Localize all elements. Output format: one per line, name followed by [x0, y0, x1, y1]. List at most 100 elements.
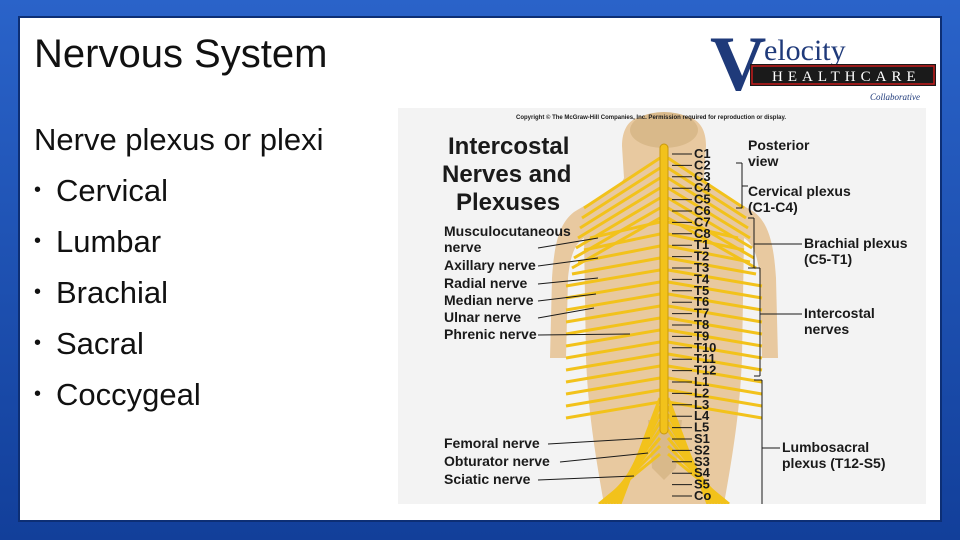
- list-item: •Coccygeal: [34, 369, 323, 420]
- brachial-nerve: [667, 216, 757, 270]
- nerve-leader: [559, 452, 649, 463]
- list-item-label: Coccygeal: [56, 377, 201, 412]
- figure-title-line-1: Intercostal: [448, 133, 569, 160]
- segment-label: C5: [694, 192, 711, 207]
- label-brachial-plexus: Brachial plexus: [804, 235, 908, 251]
- label-musculocutaneous: Musculocutaneous: [444, 223, 571, 239]
- logo-word-top: elocity: [764, 34, 846, 67]
- list-item-label: Lumbar: [56, 224, 162, 259]
- segment-label: T2: [694, 249, 709, 264]
- intercostal-nerve: [583, 232, 661, 252]
- brachial-nerve: [581, 166, 661, 220]
- intercostal-nerve: [667, 340, 763, 360]
- logo-big-letter: V: [710, 26, 766, 106]
- brachial-nerve: [667, 176, 749, 230]
- label-lumbosacral: Lumbosacral: [782, 439, 869, 455]
- segment-label: L3: [694, 397, 709, 412]
- nerve-leader: [537, 237, 599, 249]
- label-intercostal: Intercostal: [804, 305, 875, 321]
- list-item: •Sacral: [34, 318, 323, 369]
- nerve-leader: [537, 257, 599, 267]
- nerve-network: [565, 156, 763, 504]
- segment-label: S4: [694, 465, 711, 480]
- plexus-list: •Cervical •Lumbar •Brachial •Sacral •Coc…: [34, 165, 323, 420]
- segment-label: C2: [694, 157, 711, 172]
- label-ulnar: Ulnar nerve: [444, 309, 521, 325]
- intercostal-nerve: [667, 352, 763, 372]
- logo-word-bottom: Collaborative: [870, 92, 920, 102]
- segment-label: S5: [694, 477, 710, 492]
- label-cervical-range: (C1-C4): [748, 199, 798, 215]
- nerve-plexus-figure: Copyright © The McGraw-Hill Companies, I…: [398, 108, 926, 504]
- logo-band: [750, 64, 936, 86]
- brachial-nerve: [667, 196, 753, 250]
- intercostal-nerve: [565, 292, 661, 312]
- nerve-leader: [547, 437, 651, 445]
- intercostal-nerve: [667, 256, 757, 276]
- logo-word-mid: HEALTHCARE: [772, 69, 921, 85]
- label-brachial-range: (C5-T1): [804, 251, 852, 267]
- list-item: • Brachial: [34, 267, 323, 318]
- segment-label: L2: [694, 385, 709, 400]
- list-item: •Cervical: [34, 165, 323, 216]
- intercostal-nerve: [667, 292, 763, 312]
- segment-label: L5: [694, 420, 709, 435]
- intercostal-nerve: [565, 328, 661, 348]
- intercostal-nerve: [565, 364, 661, 384]
- segment-label: T11: [694, 351, 716, 366]
- intercostal-nerve: [667, 316, 763, 336]
- segment-label: T6: [694, 294, 709, 309]
- segment-label: T5: [694, 283, 709, 298]
- label-phrenic: Phrenic nerve: [444, 326, 537, 342]
- segment-label: L1: [694, 374, 709, 389]
- anatomy-illustration: Copyright © The McGraw-Hill Companies, I…: [442, 112, 908, 504]
- intercostal-nerve: [667, 328, 763, 348]
- segment-label: S2: [694, 442, 710, 457]
- intercostal-nerve: [667, 244, 751, 264]
- label-femoral: Femoral nerve: [444, 435, 540, 451]
- lumbosacral-nerve: [598, 452, 661, 504]
- figure-title-line-3: Plexuses: [456, 189, 560, 216]
- label-obturator: Obturator nerve: [444, 453, 550, 469]
- nerve-leader: [537, 475, 635, 481]
- segment-label: C4: [694, 180, 711, 195]
- nerve-leader: [537, 307, 595, 319]
- figure-title-line-2: Nerves and: [442, 161, 571, 188]
- intercostal-nerve: [667, 268, 763, 288]
- segment-labels: C1C2C3C4C5C6C7C8T1T2T3T4T5T6T7T8T9T10T11…: [694, 146, 716, 503]
- view-label-line-2: view: [748, 153, 778, 169]
- bullet-glyph: •: [34, 281, 42, 303]
- label-sciatic: Sciatic nerve: [444, 471, 531, 487]
- intercostal-nerve: [565, 388, 661, 408]
- brachial-nerve: [583, 156, 661, 210]
- slide: Nervous System V elocity HEALTHCARE Coll…: [18, 16, 942, 522]
- bullet-glyph: •: [34, 230, 42, 252]
- intercostal-nerve: [565, 268, 661, 288]
- list-item-label: Cervical: [56, 173, 168, 208]
- brachial-nerve: [579, 176, 661, 230]
- segment-label: S1: [694, 431, 710, 446]
- leader-lines: [537, 153, 802, 504]
- bullet-glyph: •: [34, 332, 42, 354]
- segment-label: Co: [694, 488, 711, 503]
- view-label-line-1: Posterior: [748, 137, 810, 153]
- skull-base: [630, 112, 698, 148]
- intercostal-nerve: [667, 364, 763, 384]
- list-item-label: Brachial: [56, 275, 168, 310]
- segment-label: T12: [694, 363, 716, 378]
- label-lumbosacral-range: plexus (T12-S5): [782, 455, 885, 471]
- segment-label: C1: [694, 146, 711, 161]
- intercostal-nerve: [565, 352, 661, 372]
- nerve-leader: [537, 333, 631, 336]
- segment-label: C6: [694, 203, 711, 218]
- label-musculocutaneous-2: nerve: [444, 239, 482, 255]
- intercostal-nerve: [667, 232, 745, 252]
- segment-label: C8: [694, 226, 711, 241]
- segment-label: T4: [694, 271, 710, 286]
- segment-label: S3: [694, 454, 710, 469]
- list-item: • Lumbar: [34, 216, 323, 267]
- lumbosacral-nerve: [667, 452, 730, 504]
- segment-label: T1: [694, 237, 709, 252]
- segment-label: T8: [694, 317, 709, 332]
- slide-body: Nerve plexus or plexi •Cervical •Lumbar …: [34, 114, 323, 420]
